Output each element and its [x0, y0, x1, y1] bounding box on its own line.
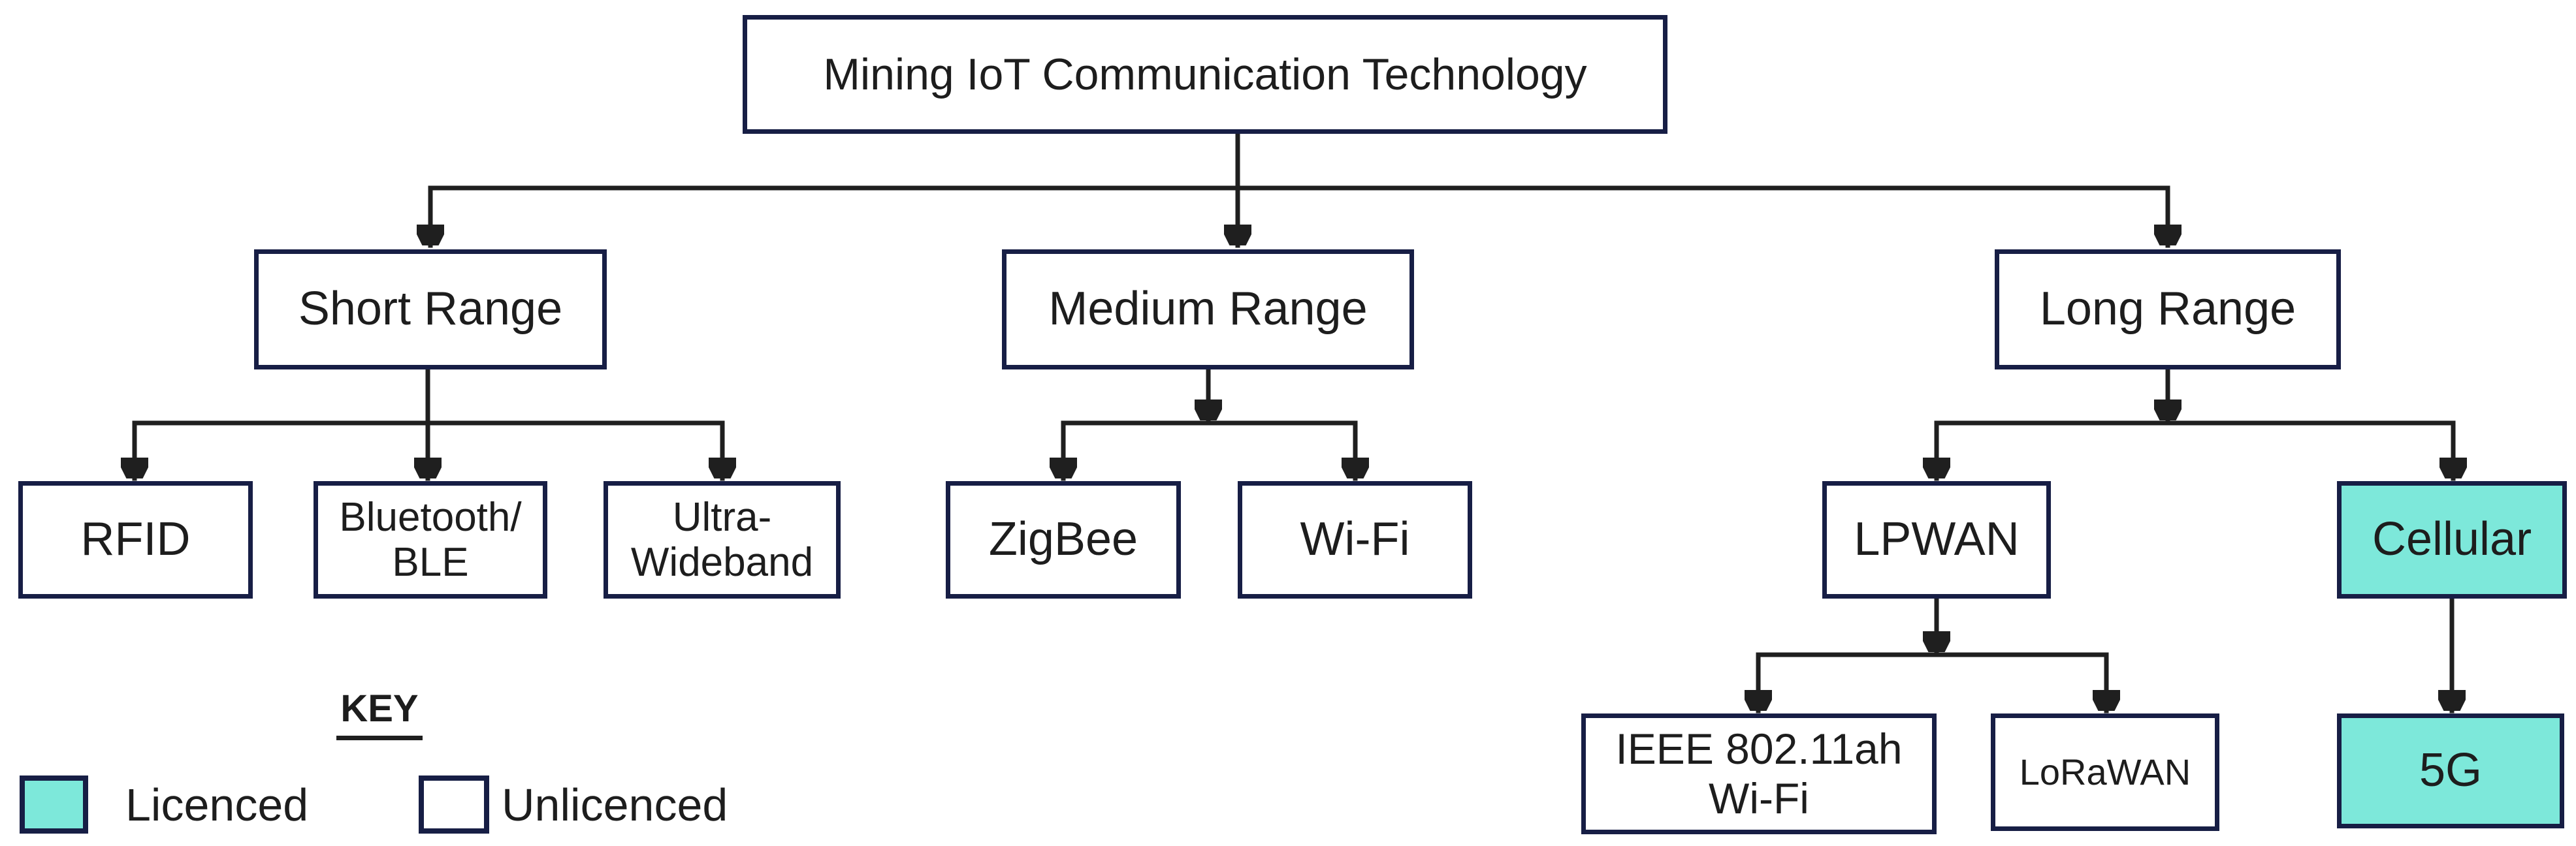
unlicenced-label: Unlicenced [502, 779, 728, 830]
node-ultra-wideband: Ultra- Wideband [604, 481, 841, 599]
node-medium-range: Medium Range [1002, 249, 1414, 369]
node-rfid: RFID [18, 481, 253, 599]
node-lorawan: LoRaWAN [1991, 713, 2219, 831]
licenced-swatch [20, 776, 88, 834]
key-heading-text: KEY [336, 687, 423, 740]
node-zigbee: ZigBee [946, 481, 1181, 599]
node-five-g: 5G [2337, 713, 2564, 828]
key-heading: KEY [288, 687, 471, 740]
node-bluetooth-ble: Bluetooth/ BLE [314, 481, 547, 599]
node-wifi: Wi-Fi [1238, 481, 1472, 599]
node-long-range: Long Range [1995, 249, 2341, 369]
node-ieee-80211ah-wifi: IEEE 802.11ah Wi-Fi [1581, 713, 1937, 834]
node-lpwan: LPWAN [1822, 481, 2051, 599]
unlicenced-swatch [419, 776, 489, 834]
node-cellular: Cellular [2337, 481, 2567, 599]
node-title: Mining IoT Communication Technology [743, 15, 1667, 134]
node-short-range: Short Range [254, 249, 607, 369]
licenced-label: Licenced [125, 779, 309, 830]
